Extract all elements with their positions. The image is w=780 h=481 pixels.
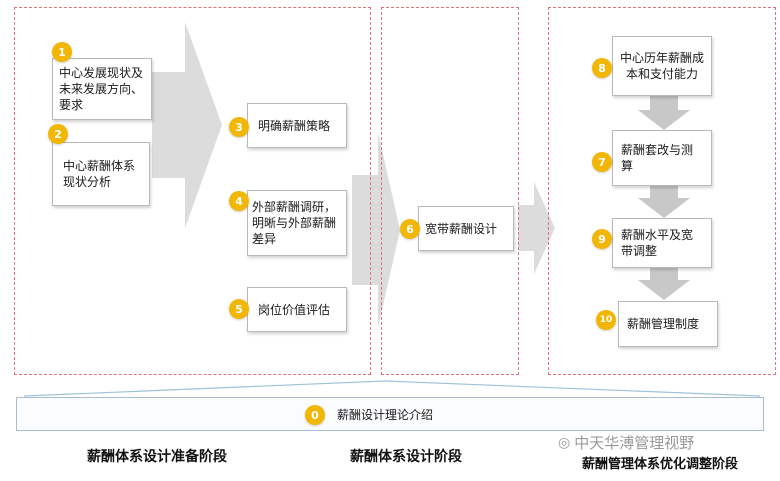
arrow-down-2 <box>638 186 690 218</box>
step-box-9: 薪酬水平及宽带调整 <box>612 218 712 268</box>
step-box-3: 明确薪酬策略 <box>247 103 347 148</box>
stage-label-optimize: 薪酬管理体系优化调整阶段 <box>582 457 739 472</box>
arrow-stage1 <box>152 22 222 228</box>
step-badge-2: 2 <box>48 124 68 144</box>
step-box-8: 中心历年薪酬成本和支付能力 <box>612 36 712 96</box>
step-badge-9: 9 <box>592 229 612 249</box>
step-text-9: 薪酬水平及宽带调整 <box>621 228 694 258</box>
arrow-down-3 <box>638 268 690 300</box>
step-badge-7: 7 <box>592 152 612 172</box>
stage-prep-frame <box>14 7 371 375</box>
step-badge-5: 5 <box>229 299 249 319</box>
wechat-icon: ◎ <box>558 434 571 451</box>
stage-design-frame <box>381 7 519 375</box>
step-badge-4: 4 <box>229 191 249 211</box>
step-text-2: 中心薪酬体系现状分析 <box>63 159 136 189</box>
step-text-6: 宽带薪酬设计 <box>425 221 498 236</box>
step-badge-3: 3 <box>229 117 249 137</box>
watermark-text: 中天华溥管理视野 <box>574 434 695 452</box>
step-box-1: 中心发展现状及未来发展方向、要求 <box>52 58 152 120</box>
step-badge-1: 1 <box>52 42 72 62</box>
step-box-7: 薪酬套改与测算 <box>612 130 712 186</box>
step-box-10: 薪酬管理制度 <box>618 301 718 347</box>
step-badge-10: 10 <box>596 310 616 330</box>
foundation-line-right <box>384 380 761 397</box>
step-text-4: 外部薪酬调研，明晰与外部薪酬差异 <box>252 200 337 246</box>
step-badge-8: 8 <box>592 58 612 78</box>
step-text-1: 中心发展现状及未来发展方向、要求 <box>59 66 144 112</box>
step-badge-6: 6 <box>400 219 420 239</box>
step-box-5: 岗位价值评估 <box>247 287 347 332</box>
stage-label-design: 薪酬体系设计阶段 <box>350 449 462 465</box>
foundation-line-left <box>23 380 386 397</box>
step-text-7: 薪酬套改与测算 <box>621 143 694 173</box>
watermark: ◎ 中天华溥管理视野 <box>558 432 694 453</box>
step-text-3: 明确薪酬策略 <box>258 118 331 133</box>
foundation-badge: 0 <box>305 405 325 425</box>
step-text-8: 中心历年薪酬成本和支付能力 <box>619 51 704 81</box>
arrow-to-stage2 <box>352 132 400 328</box>
stage-optimize-frame <box>548 7 776 375</box>
step-box-2: 中心薪酬体系现状分析 <box>52 142 150 206</box>
stage-label-prep: 薪酬体系设计准备阶段 <box>87 449 227 465</box>
step-box-4: 外部薪酬调研，明晰与外部薪酬差异 <box>247 190 347 256</box>
step-text-5: 岗位价值评估 <box>258 302 331 317</box>
arrow-to-stage3 <box>518 182 555 274</box>
foundation-bar: 0 薪酬设计理论介绍 <box>16 397 764 431</box>
arrow-down-1 <box>638 96 690 130</box>
step-text-10: 薪酬管理制度 <box>627 317 700 331</box>
foundation-text: 薪酬设计理论介绍 <box>337 408 434 422</box>
step-box-6: 宽带薪酬设计 <box>418 206 514 251</box>
